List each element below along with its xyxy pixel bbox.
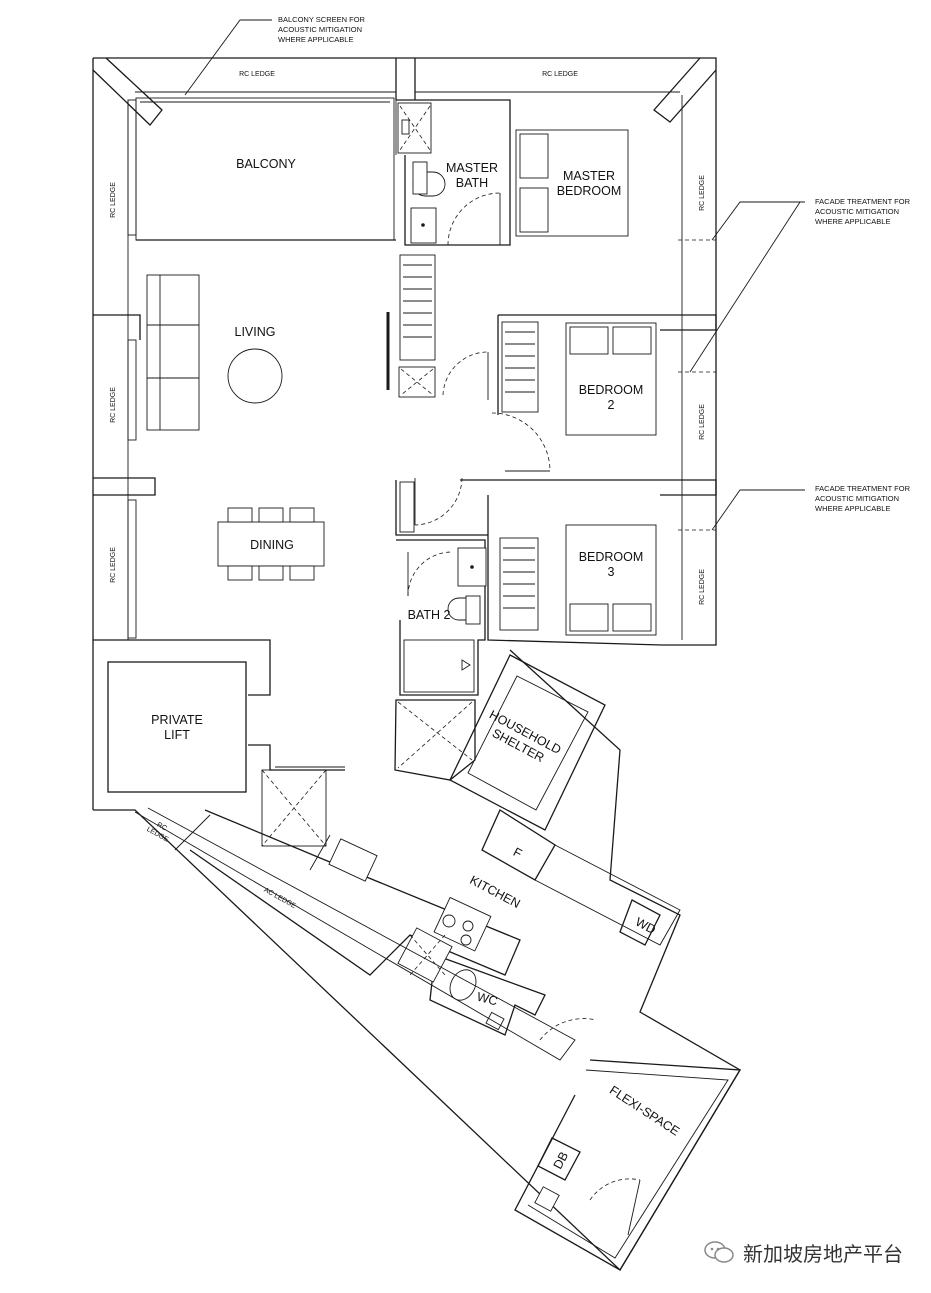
kitchen-sink (328, 838, 378, 882)
private-lift: PRIVATE LIFT (107, 661, 345, 847)
facade-note-1-line-2: ACOUSTIC MITIGATION (815, 207, 899, 216)
facade-note-1-line-3: WHERE APPLICABLE (815, 217, 890, 226)
private-lift-label-2: LIFT (164, 728, 190, 742)
facade-note-2-line-3: WHERE APPLICABLE (815, 504, 890, 513)
balcony-screen-note-line-3: WHERE APPLICABLE (278, 35, 353, 44)
coffee-table (227, 348, 283, 404)
balcony-label: BALCONY (236, 157, 296, 171)
master-bath-label-1: MASTER (446, 161, 498, 175)
balcony-screen-note-line-2: ACOUSTIC MITIGATION (278, 25, 362, 34)
balcony-screen-note-line-1: BALCONY SCREEN FOR (278, 15, 366, 24)
ledges: AC LEDGE RC LEDGE RC LEDGE RC LEDGE RC L… (110, 71, 706, 1061)
washer-dryer-label: WD (633, 915, 658, 937)
master-bedroom: MASTER BEDROOM (386, 129, 629, 398)
watermark-text: 新加坡房地产平台 (743, 1241, 903, 1266)
facade-note-1-line-1: FACADE TREATMENT FOR (815, 197, 911, 206)
rc-ledge-top-left-label: RC LEDGE (239, 71, 275, 78)
flexi-space: DB FLEXI-SPACE (514, 1018, 742, 1271)
cooktop (433, 896, 492, 952)
rc-ledge-right-1-label: RC LEDGE (699, 175, 706, 211)
master-bedroom-label-2: BEDROOM (557, 184, 622, 198)
master-bath: MASTER BATH (395, 99, 511, 246)
bedroom-2-label-2: 2 (608, 398, 615, 412)
balcony: BALCONY (127, 97, 396, 241)
bedroom-3-label-2: 3 (608, 565, 615, 579)
rc-ledge-right-3-label: RC LEDGE (699, 569, 706, 605)
watermark: 新加坡房地产平台 (703, 1236, 903, 1268)
wechat-icon (704, 1241, 734, 1263)
annotations: BALCONY SCREEN FOR ACOUSTIC MITIGATION W… (184, 15, 911, 531)
fridge-label: F (511, 845, 525, 861)
living-label: LIVING (235, 325, 276, 339)
bedroom-3-label-1: BEDROOM (579, 550, 644, 564)
living-dining: LIVING DINING (93, 274, 325, 696)
rc-ledge-left-1-label: RC LEDGE (110, 182, 117, 218)
dining-label: DINING (250, 538, 294, 552)
distribution-board (537, 1137, 581, 1181)
kitchen-label: KITCHEN (467, 873, 522, 911)
bath-2-label: BATH 2 (408, 608, 451, 622)
sofa (146, 274, 200, 431)
rc-ledge-left-3-label: RC LEDGE (110, 547, 117, 583)
db-label: DB (551, 1150, 572, 1172)
rc-ledge-top-right-label: RC LEDGE (542, 71, 578, 78)
rc-ledge-left-2-label: RC LEDGE (110, 387, 117, 423)
bedroom-2-label-1: BEDROOM (579, 383, 644, 397)
private-lift-label-1: PRIVATE (151, 713, 203, 727)
facade-note-2-line-2: ACOUSTIC MITIGATION (815, 494, 899, 503)
rc-ledge-right-2-label: RC LEDGE (699, 404, 706, 440)
facade-note-2-line-1: FACADE TREATMENT FOR (815, 484, 911, 493)
bedroom-2: BEDROOM 2 (442, 314, 717, 496)
bath-2: BATH 2 (395, 480, 488, 696)
master-bedroom-label-1: MASTER (563, 169, 615, 183)
wc: WC (397, 927, 546, 1036)
bedroom-3: BEDROOM 3 (414, 477, 663, 646)
master-bath-label-2: BATH (456, 176, 488, 190)
ac-ledge-label: AC LEDGE (263, 887, 298, 910)
rc-ledge-corner-label-1: RC (156, 821, 168, 832)
wc-label: WC (475, 990, 499, 1009)
flexi-space-label: FLEXI-SPACE (607, 1083, 682, 1139)
